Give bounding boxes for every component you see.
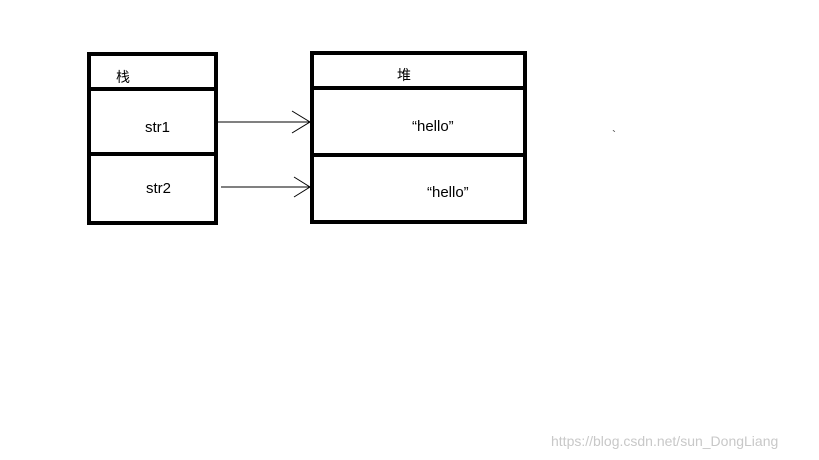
stack-box: 栈 str1 str2 xyxy=(87,52,218,225)
heap-value-hello-2: “hello” xyxy=(427,184,469,201)
stack-title: 栈 xyxy=(116,69,130,85)
heap-cell-hello-2: “hello” xyxy=(314,157,523,220)
heap-value-hello-1: “hello” xyxy=(412,118,454,135)
watermark-text: https://blog.csdn.net/sun_DongLiang xyxy=(551,433,779,449)
stack-var-str2: str2 xyxy=(146,180,172,197)
heap-box: 堆 “hello” “hello” xyxy=(310,51,527,224)
arrow-str2-to-hello-2 xyxy=(221,176,311,198)
stray-mark: ` xyxy=(612,128,616,142)
stack-cell-str1: str1 xyxy=(91,91,214,156)
heap-cell-hello-1: “hello” xyxy=(314,90,523,157)
heap-header: 堆 xyxy=(314,55,523,90)
stack-header: 栈 xyxy=(91,56,214,91)
stack-cell-str2: str2 xyxy=(91,156,214,221)
arrow-str1-to-hello-1 xyxy=(218,110,311,134)
heap-title: 堆 xyxy=(397,67,411,83)
stack-var-str1: str1 xyxy=(145,119,171,136)
